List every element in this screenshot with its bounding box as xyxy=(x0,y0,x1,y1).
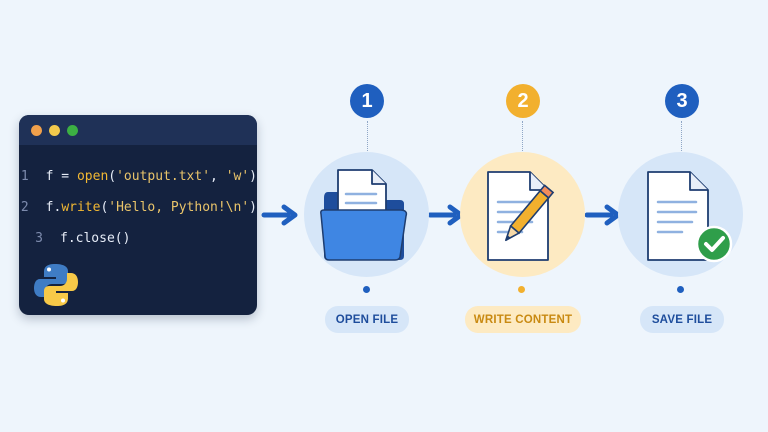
code-token: 'Hello, Python!\n' xyxy=(108,200,250,215)
step-2-label: WRITE CONTENT xyxy=(465,306,581,333)
python-logo-icon xyxy=(34,264,78,306)
code-token: 'output.txt' xyxy=(116,169,211,184)
line-number: 2 xyxy=(20,200,29,215)
window-titlebar xyxy=(19,115,257,145)
code-token: ) xyxy=(249,200,257,215)
code-token: , xyxy=(210,169,226,184)
step-1-dot xyxy=(363,286,370,293)
code-line-1: 1 f = open('output.txt', 'w') xyxy=(19,161,257,192)
line-number: 1 xyxy=(20,169,29,184)
step-1-number: 1 xyxy=(350,84,384,118)
code-token: ) xyxy=(249,169,257,184)
window-dot-orange xyxy=(31,124,42,136)
line-number: 3 xyxy=(35,231,43,246)
step-1-label: OPEN FILE xyxy=(325,306,409,333)
code-token: write xyxy=(61,200,101,215)
code-token: open xyxy=(76,169,109,184)
code-token: ( xyxy=(100,200,109,215)
code-window: 1 f = open('output.txt', 'w') 2 f.write(… xyxy=(19,115,257,315)
step-2-number: 2 xyxy=(506,84,540,118)
step-3-dot xyxy=(677,286,684,293)
code-line-2: 2 f.write('Hello, Python!\n') xyxy=(19,192,257,223)
document-pencil-icon xyxy=(487,171,555,261)
connector-line xyxy=(367,121,368,151)
open-folder-icon xyxy=(320,169,408,261)
document-check-icon xyxy=(647,171,733,263)
code-token: f.close() xyxy=(60,231,131,246)
code-token: f = xyxy=(45,169,77,184)
code-token: f. xyxy=(45,200,62,215)
code-area: 1 f = open('output.txt', 'w') 2 f.write(… xyxy=(19,161,257,254)
step-3-number: 3 xyxy=(665,84,699,118)
step-2-dot xyxy=(518,286,525,293)
window-dot-green xyxy=(67,124,78,136)
window-dot-yellow xyxy=(49,124,60,136)
step-3-label: SAVE FILE xyxy=(640,306,724,333)
connector-line xyxy=(522,121,523,151)
code-token: ( xyxy=(108,169,117,184)
code-token: 'w' xyxy=(225,169,250,184)
code-line-3: 3 f.close() xyxy=(19,223,257,254)
connector-line xyxy=(681,121,682,151)
arrow-right-icon xyxy=(261,204,298,226)
